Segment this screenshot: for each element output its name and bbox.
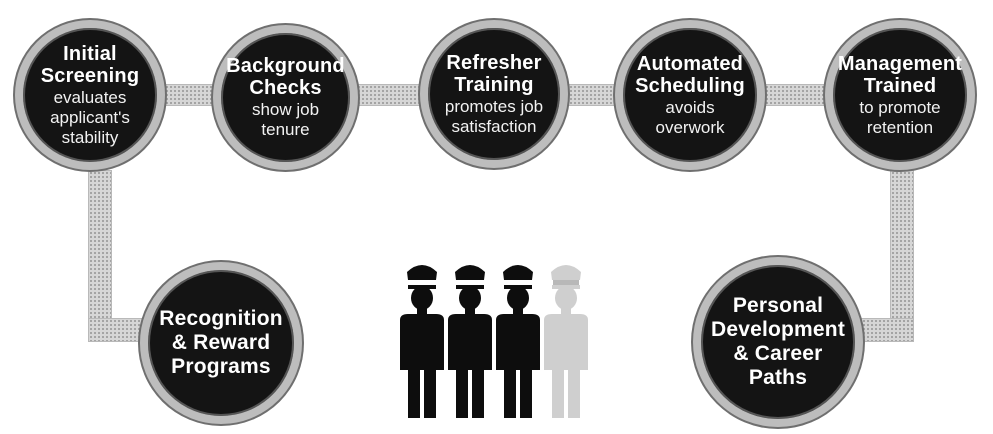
step-title: Initial Screening xyxy=(40,42,140,87)
development-title: Personal Development & Career Paths xyxy=(710,294,846,389)
officer-faded-icon xyxy=(544,265,588,418)
recognition-reward-programs: Recognition & Reward Programs xyxy=(140,262,302,424)
step-title: Background Checks xyxy=(226,55,345,99)
step-description: to promote retention xyxy=(859,97,941,137)
step-initial-screening: Initial Screening evaluates applicant's … xyxy=(15,20,165,170)
step-title: Management Trained xyxy=(837,52,963,97)
step-description: avoids overwork xyxy=(655,97,725,137)
step-automated-scheduling: Automated Scheduling avoids overwork xyxy=(615,20,765,170)
officer-icon xyxy=(448,265,492,418)
step-refresher-training: Refresher Training promotes job satisfac… xyxy=(420,20,568,168)
step-description: promotes job satisfaction xyxy=(444,96,544,136)
officer-icon xyxy=(496,265,540,418)
step-description: evaluates applicant's stability xyxy=(50,87,130,147)
personal-development-career-paths: Personal Development & Career Paths xyxy=(693,257,863,427)
officers-illustration xyxy=(400,265,588,418)
recognition-title: Recognition & Reward Programs xyxy=(159,307,283,378)
step-background-checks: Background Checks show job tenure xyxy=(213,25,358,170)
step-title: Automated Scheduling xyxy=(635,52,745,97)
connector-right-vertical xyxy=(890,170,914,340)
step-description: show job tenure xyxy=(251,100,320,139)
officer-icon xyxy=(400,265,444,418)
connector-left-vertical xyxy=(88,170,112,340)
step-title: Refresher Training xyxy=(446,51,542,96)
step-management-trained: Management Trained to promote retention xyxy=(825,20,975,170)
